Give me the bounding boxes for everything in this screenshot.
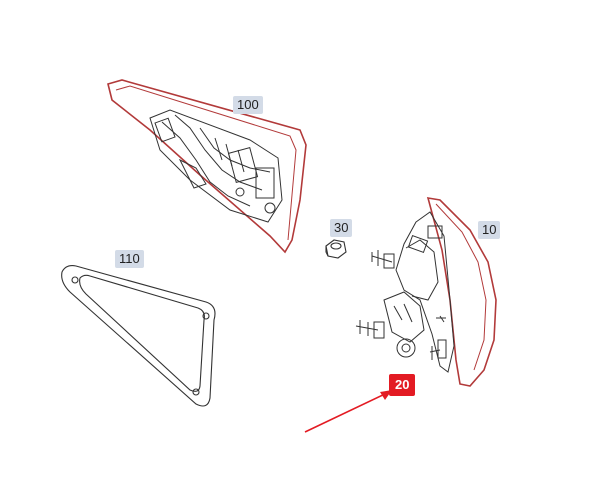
- callout-100[interactable]: 100: [233, 96, 263, 114]
- highlight-arrow: [304, 390, 392, 433]
- part-110-gasket[interactable]: [61, 265, 216, 407]
- part-100-inner-tail-lamp[interactable]: [107, 79, 307, 254]
- callout-10[interactable]: 10: [478, 221, 501, 239]
- callout-30[interactable]: 30: [330, 219, 353, 237]
- callout-110[interactable]: 110: [115, 250, 144, 268]
- part-10-outer-tail-lamp[interactable]: [355, 197, 497, 387]
- part-30-nut[interactable]: [325, 239, 347, 259]
- callout-20-highlighted[interactable]: 20: [389, 374, 416, 396]
